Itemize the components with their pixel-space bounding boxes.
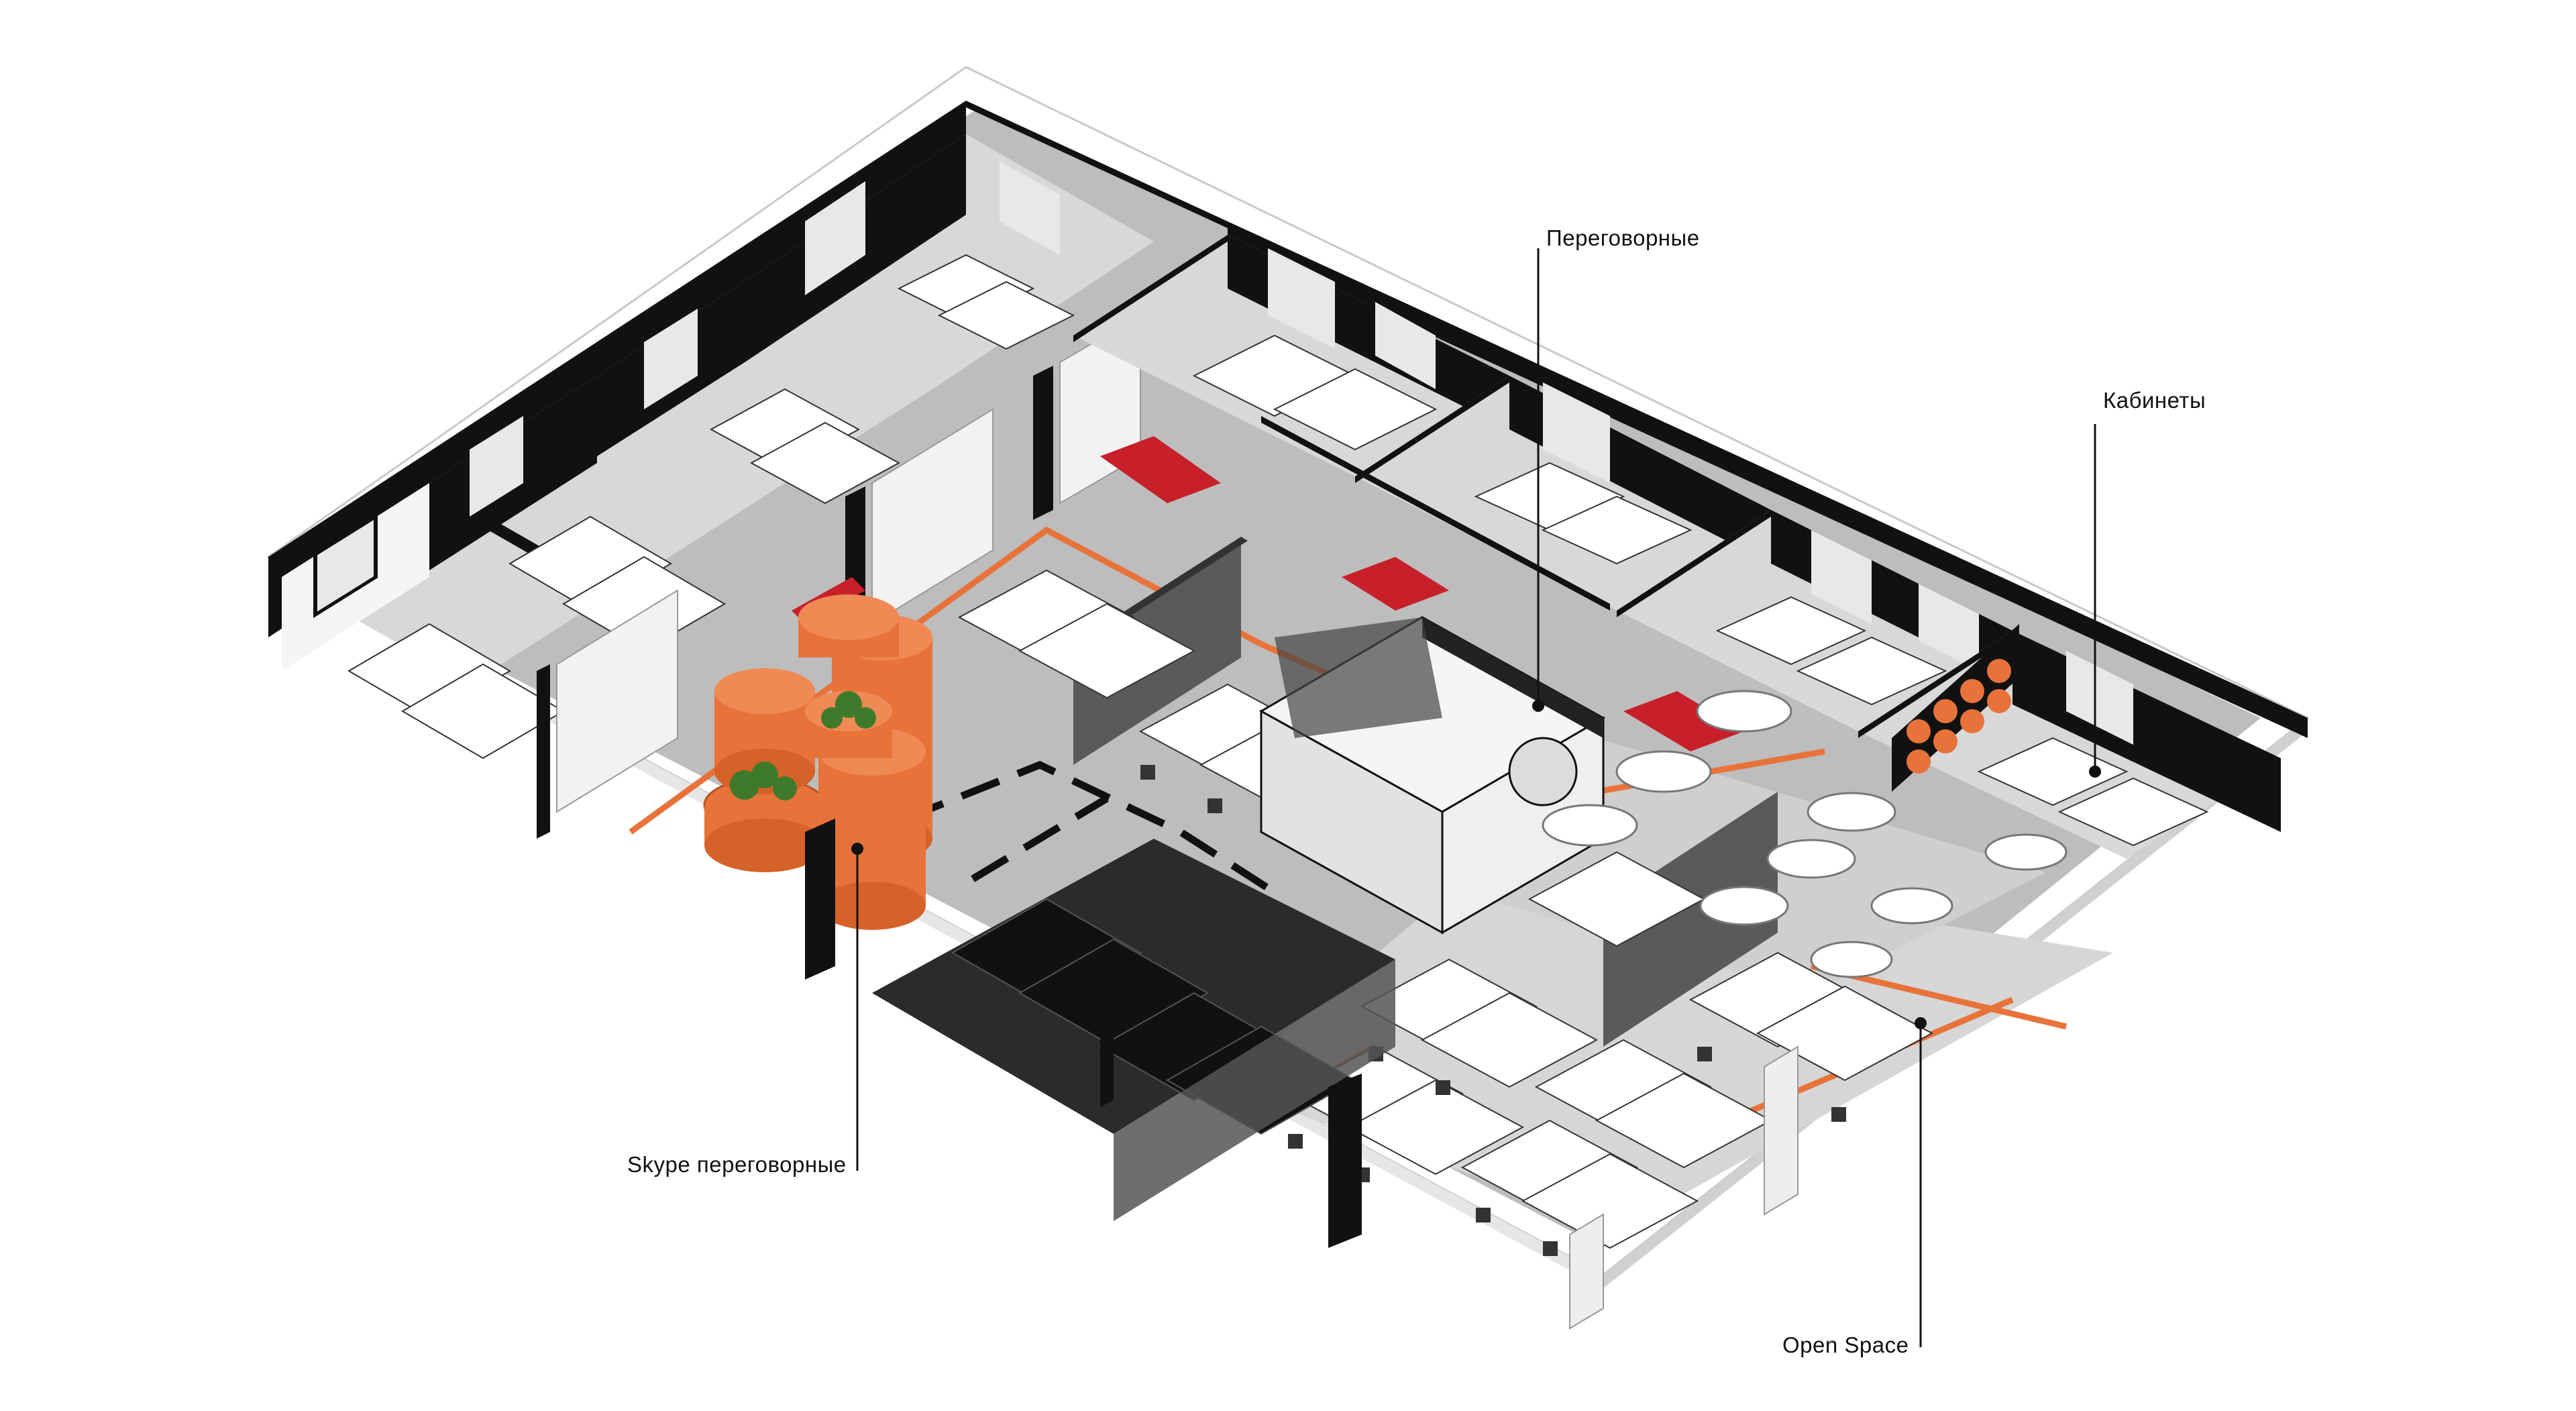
dot-icon: [851, 700, 2101, 1029]
room-dividers: [1073, 235, 2012, 738]
round-tables: [1542, 690, 2068, 978]
center-meeting-room: [1258, 616, 1606, 935]
left-room-desks: [347, 254, 1075, 760]
left-back-wall-top: [966, 101, 1228, 228]
label-meeting-rooms: Переговорные: [1546, 225, 1700, 250]
plant-icon: [730, 691, 876, 800]
leader-lines: [856, 248, 2096, 1347]
front-columns: [805, 819, 1362, 1248]
floor-path-dashes: [904, 760, 1277, 896]
open-space-desks: [957, 569, 1934, 1249]
back-room-desks: [1192, 334, 2209, 847]
label-skype-rooms: Skype переговорные: [627, 1152, 847, 1177]
front-partitions: [1569, 1045, 1799, 1330]
orange-acoustic-panel: [1892, 624, 2019, 792]
dark-zone-glass: [1114, 959, 1395, 1221]
label-offices: Кабинеты: [2103, 388, 2206, 413]
label-open-space: Open Space: [1782, 1332, 1909, 1357]
left-partitions: [556, 314, 1141, 813]
back-wall: [1228, 221, 2308, 738]
left-office-rooms: [268, 101, 1228, 684]
